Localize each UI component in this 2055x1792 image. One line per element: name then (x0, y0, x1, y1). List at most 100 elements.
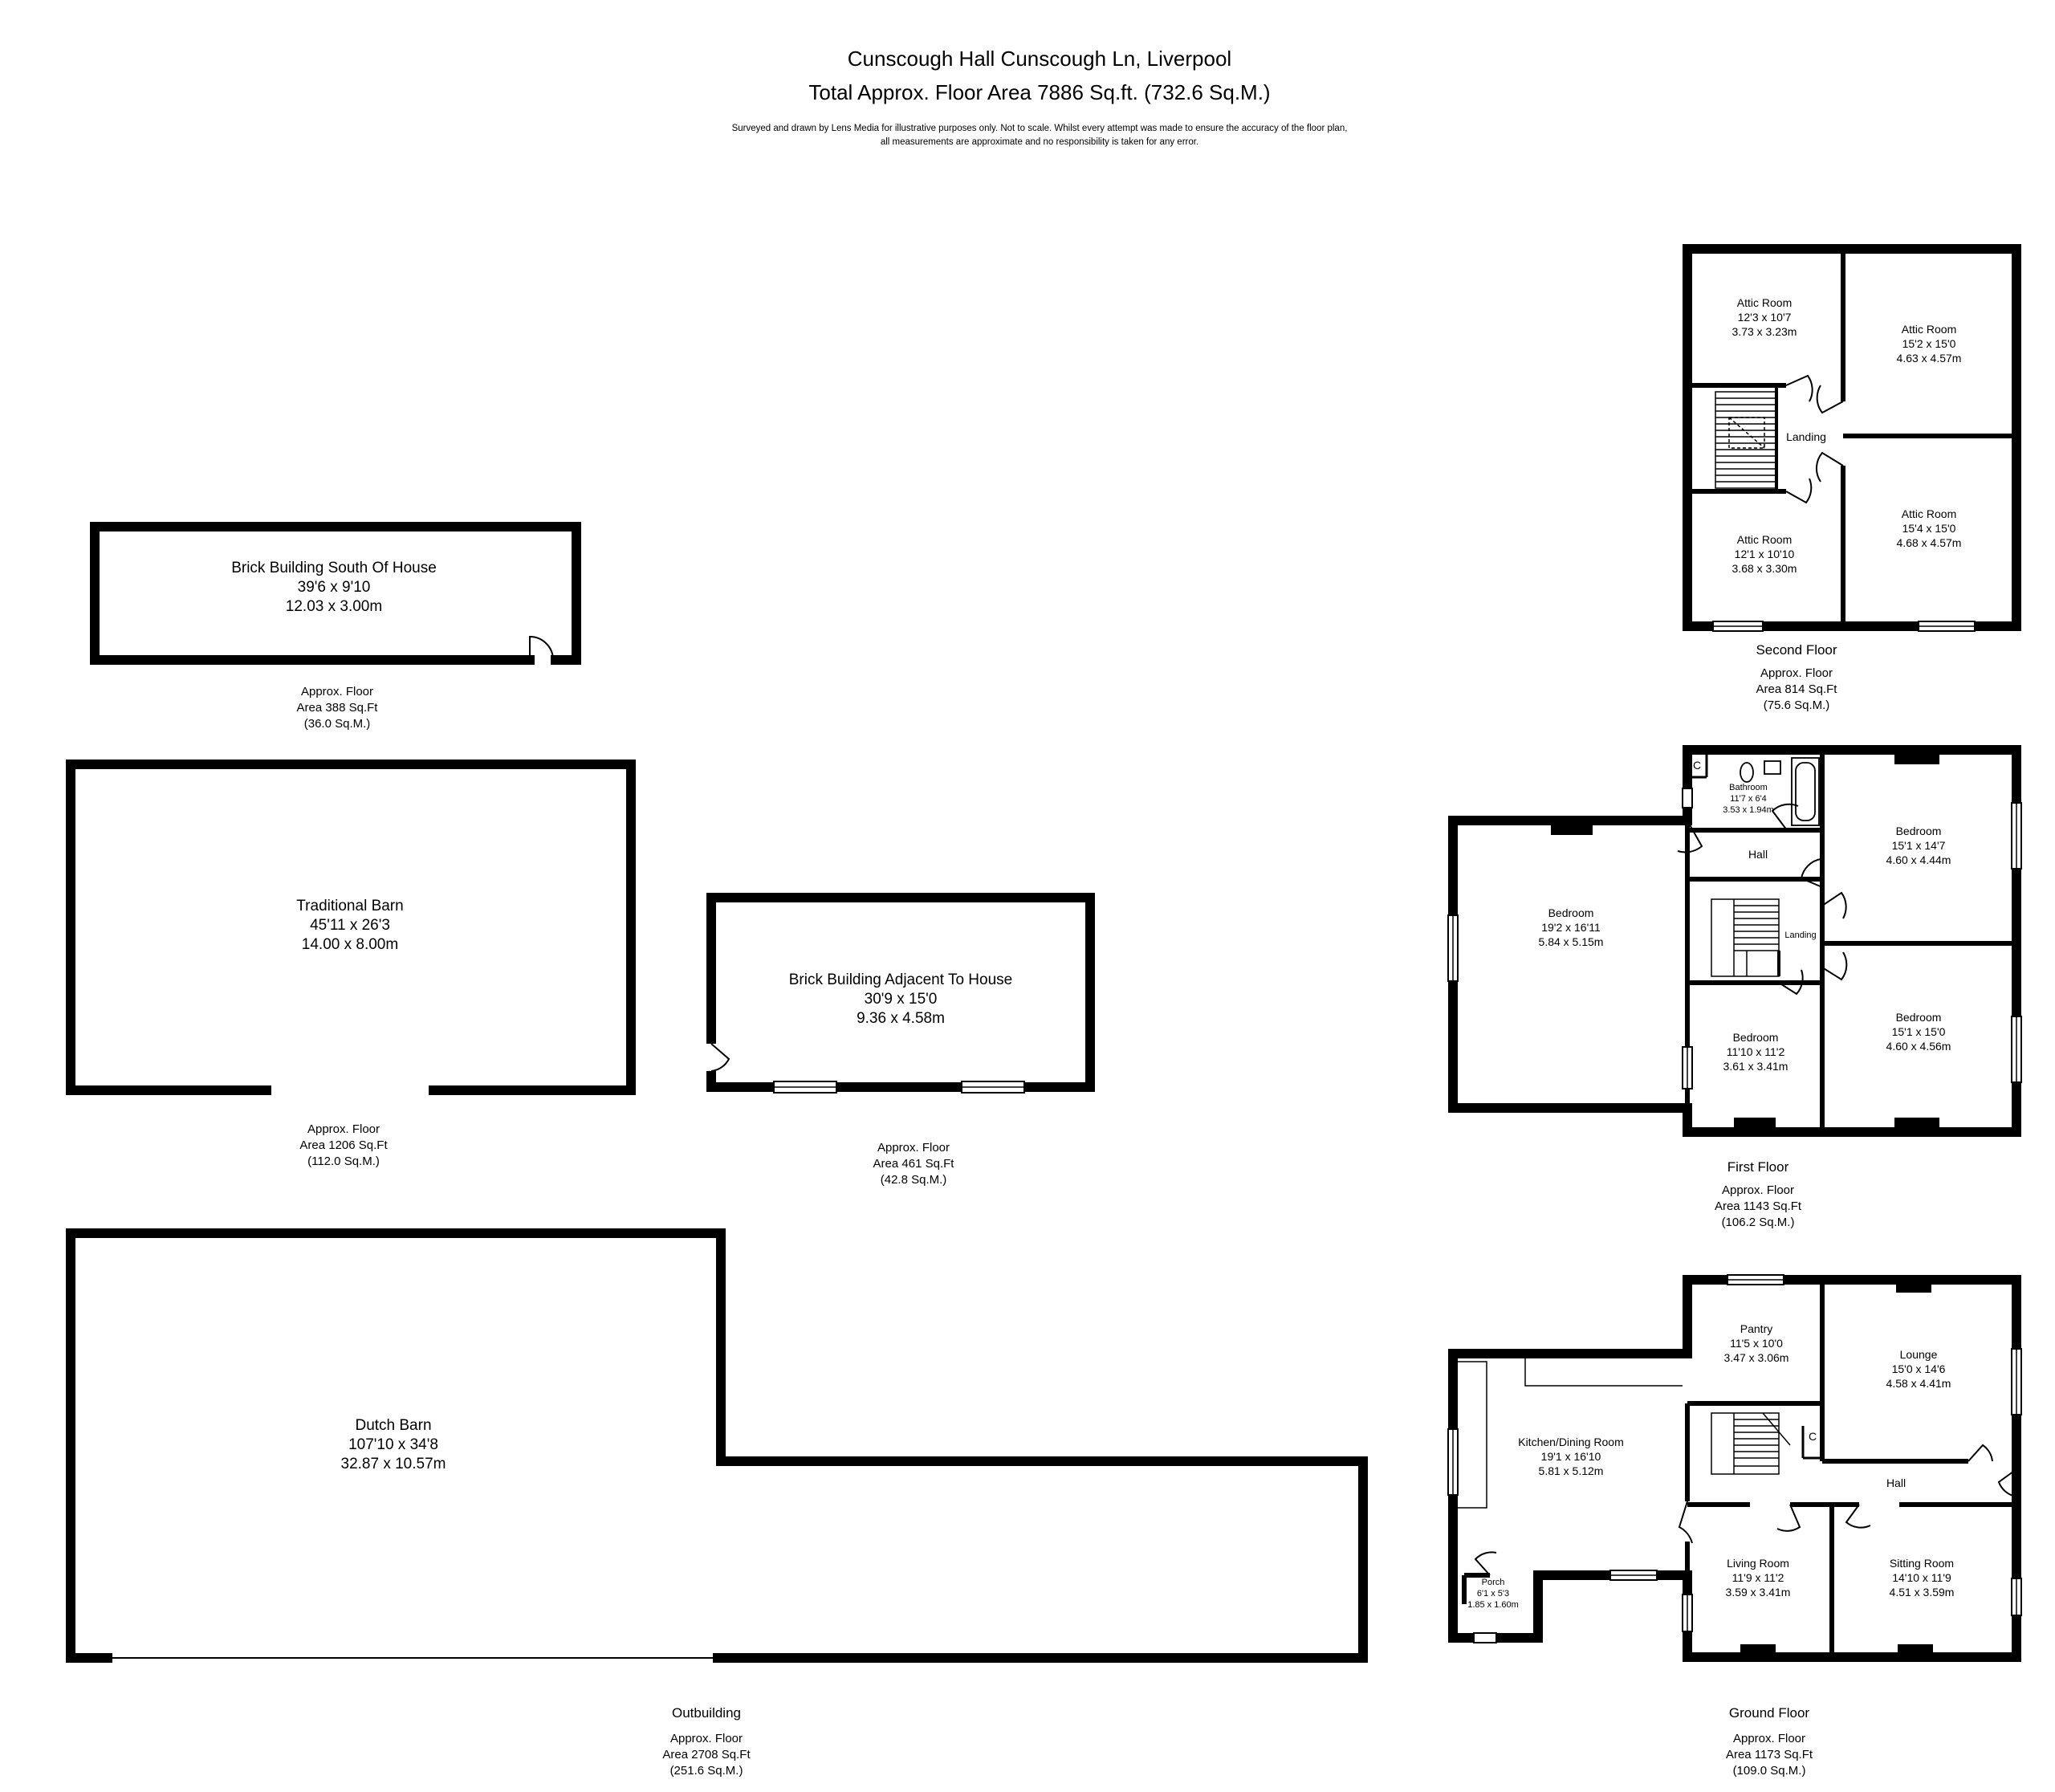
cupboard-label: C (1693, 759, 1701, 772)
area-line-2: Area 1206 Sq.Ft (299, 1138, 388, 1152)
bath-icon (1791, 757, 1820, 826)
traditional-barn-walls (66, 760, 636, 1095)
area-line-3: (106.2 Sq.M.) (1722, 1216, 1795, 1229)
disclaimer-line-1: Surveyed and drawn by Lens Media for ill… (732, 124, 1348, 133)
staircase-icon (1711, 898, 1780, 977)
lounge-metric: 4.58 x 4.41m (1886, 1377, 1951, 1390)
bathroom-imperial: 11'7 x 6'4 (1730, 794, 1767, 804)
attic-tl-metric: 3.73 x 3.23m (1732, 325, 1797, 338)
pantry-metric: 3.47 x 3.06m (1724, 1351, 1789, 1364)
chimney-breast-icon (1551, 825, 1593, 835)
bedroom-br-imperial: 15'1 x 15'0 (1892, 1025, 1946, 1038)
traditional-barn-name: Traditional Barn (296, 898, 403, 914)
traditional-barn-imperial: 45'11 x 26'3 (310, 917, 390, 934)
door-icon (1678, 1501, 1693, 1544)
traditional-barn-metric: 14.00 x 8.00m (302, 936, 398, 953)
lounge-name: Lounge (1900, 1348, 1938, 1361)
dutch-barn-label: Dutch Barn 107'10 x 34'8 32.87 x 10.57m (341, 1417, 446, 1472)
traditional-barn-area: Approx. Floor Area 1206 Sq.Ft (112.0 Sq.… (299, 1122, 388, 1168)
chimney-breast-icon (1894, 755, 1939, 764)
ground-floor-plan (1447, 1274, 2022, 1662)
kitchen-worktop (1524, 1358, 1683, 1387)
brick-adjacent-walls (706, 893, 1095, 1092)
area-line-2: Area 2708 Sq.Ft (662, 1748, 751, 1761)
living-name: Living Room (1727, 1557, 1789, 1570)
sitting-name: Sitting Room (1890, 1557, 1954, 1570)
chimney-breast-icon (1734, 1118, 1776, 1127)
door-icon (1800, 858, 1823, 888)
title-line-2: Total Approx. Floor Area 7886 Sq.ft. (73… (808, 80, 1270, 104)
dutch-barn-name: Dutch Barn (355, 1417, 431, 1434)
outbuilding-summary: Outbuilding Approx. Floor Area 2708 Sq.F… (662, 1705, 751, 1778)
area-line-1: Approx. Floor (307, 1122, 380, 1136)
kitchen-name: Kitchen/Dining Room (1518, 1436, 1624, 1448)
door-icon (1997, 1468, 2017, 1497)
first-floor-plan (1447, 745, 2022, 1137)
attic-tr-metric: 4.63 x 4.57m (1897, 352, 1962, 365)
brick-adjacent-area: Approx. Floor Area 461 Sq.Ft (42.8 Sq.M.… (873, 1141, 955, 1187)
door-icon (1821, 891, 1847, 919)
door-icon (1776, 1504, 1801, 1532)
door-icon (1816, 385, 1844, 414)
cupboard-label: C (1809, 1430, 1817, 1443)
living-metric: 3.59 x 3.41m (1726, 1586, 1791, 1599)
door-icon (1771, 803, 1799, 831)
ground-floor-label: Ground Floor (1729, 1705, 1809, 1721)
porch-metric: 1.85 x 1.60m (1467, 1600, 1519, 1610)
bedroom-left-metric: 5.84 x 5.15m (1539, 935, 1604, 948)
attic-br-imperial: 15'4 x 15'0 (1902, 522, 1956, 535)
bedroom-bl-metric: 3.61 x 3.41m (1723, 1060, 1788, 1073)
brick-south-area: Approx. Floor Area 388 Sq.Ft (36.0 Sq.M.… (297, 685, 379, 731)
kitchen-worktop (1458, 1361, 1487, 1509)
second-floor-label: Second Floor (1756, 642, 1837, 658)
brick-adjacent-metric: 9.36 x 4.58m (857, 1010, 945, 1027)
attic-tr-imperial: 15'2 x 15'0 (1902, 337, 1956, 350)
attic-bl-metric: 3.68 x 3.30m (1732, 562, 1797, 575)
ground-floor-outer-walls (1448, 1275, 2021, 1662)
area-line-1: Approx. Floor (1733, 1732, 1805, 1745)
door-icon (1778, 969, 1804, 996)
landing-label: Landing (1786, 430, 1826, 443)
staircase-icon (1711, 1412, 1791, 1475)
second-floor-labels: Attic Room 12'3 x 10'7 3.73 x 3.23m Atti… (1732, 296, 1962, 712)
bedroom-bl-name: Bedroom (1733, 1031, 1779, 1044)
kitchen-imperial: 19'1 x 16'10 (1541, 1450, 1601, 1463)
disclaimer-line-2: all measurements are approximate and no … (881, 137, 1198, 147)
brick-adjacent-label: Brick Building Adjacent To House 30'9 x … (789, 971, 1012, 1027)
area-line-1: Approx. Floor (1760, 666, 1833, 680)
door-icon (1821, 951, 1848, 981)
brick-adjacent-windows (773, 1081, 1025, 1094)
brick-south-walls (90, 522, 581, 665)
traditional-barn-label: Traditional Barn 45'11 x 26'3 14.00 x 8.… (296, 898, 403, 953)
brick-adjacent-imperial: 30'9 x 15'0 (865, 991, 938, 1008)
ground-floor-labels: Pantry 11'5 x 10'0 3.47 x 3.06m Lounge 1… (1467, 1322, 1954, 1778)
brick-south-label: Brick Building South Of House 39'6 x 9'1… (231, 560, 437, 615)
door-icon (1845, 1504, 1871, 1529)
bedroom-bl-imperial: 11'10 x 11'2 (1727, 1045, 1785, 1058)
dutch-barn-imperial: 107'10 x 34'8 (348, 1436, 438, 1453)
door-icon (1968, 1444, 1993, 1462)
bedroom-left-imperial: 19'2 x 16'11 (1541, 921, 1601, 934)
pantry-name: Pantry (1740, 1322, 1772, 1335)
bedroom-tr-imperial: 15'1 x 14'7 (1892, 839, 1946, 852)
bathroom-metric: 3.53 x 1.94m (1723, 805, 1774, 815)
fireplace-icon (1740, 1644, 1776, 1652)
brick-south-imperial: 39'6 x 9'10 (298, 579, 371, 596)
attic-tl-imperial: 12'3 x 10'7 (1738, 311, 1792, 324)
landing-label: Landing (1784, 931, 1816, 940)
door-icon (1785, 478, 1813, 504)
brick-adjacent-name: Brick Building Adjacent To House (789, 971, 1012, 988)
area-line-2: Area 814 Sq.Ft (1756, 682, 1838, 696)
bathroom-fittings (1740, 757, 1820, 826)
brick-south-metric: 12.03 x 3.00m (286, 598, 382, 615)
bedroom-br-name: Bedroom (1896, 1011, 1942, 1024)
door-icon (1474, 1551, 1497, 1576)
area-line-2: Area 388 Sq.Ft (297, 701, 379, 715)
area-line-2: Area 461 Sq.Ft (873, 1157, 955, 1171)
toilet-icon (1740, 762, 1754, 783)
fireplace-icon (1898, 1644, 1933, 1652)
area-line-2: Area 1143 Sq.Ft (1715, 1199, 1802, 1213)
area-line-1: Approx. Floor (301, 685, 373, 698)
traditional-barn (66, 760, 636, 1095)
area-line-3: (109.0 Sq.M.) (1733, 1764, 1806, 1778)
